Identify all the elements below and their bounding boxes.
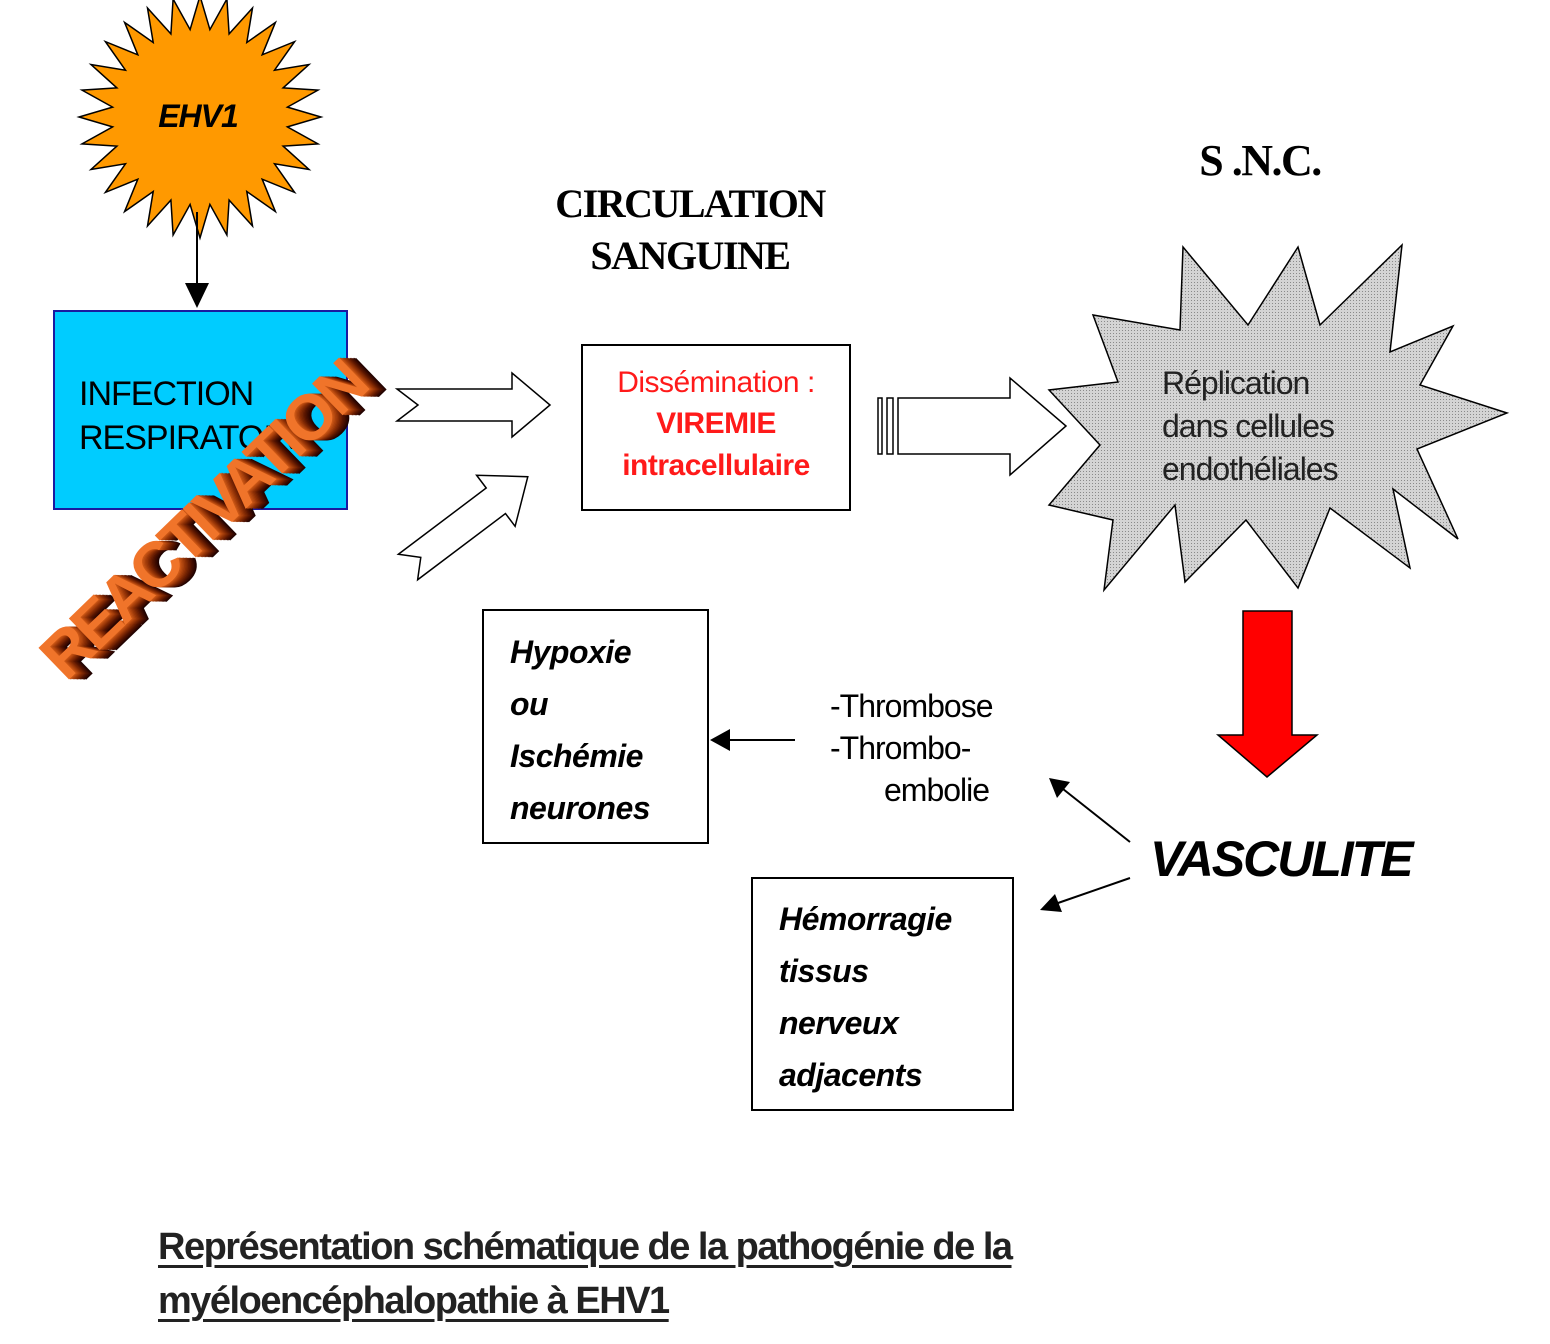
infection-text: INFECTION RESPIRATOIRE [79,372,318,460]
arrow-ehv1-to-infection-head [185,283,209,308]
infection-respiratoire-box: INFECTION RESPIRATOIRE [53,310,348,510]
ehv1-burst-shape [76,0,324,241]
thrombose-line3: embolie [884,772,990,808]
ehv1-label: EHV1 [158,98,239,134]
infection-line2: RESPIRATOIRE [79,419,318,457]
caption-line2: myéloencéphalopathie à EHV1 [158,1280,670,1322]
hemorragie-line3: nerveux [779,1005,899,1041]
replication-line3: endothéliales [1162,451,1339,487]
hemorragie-box: Hémorragie tissus nerveux adjacents [751,877,1014,1111]
hypoxie-box: Hypoxie ou Ischémie neurones [482,609,709,844]
circulation-heading-line2: SANGUINE [590,233,791,278]
replication-text: Réplication dans cellules endothéliales [1162,362,1339,491]
hemorragie-line2: tissus [779,953,869,989]
dissemination-line3: intracellulaire [622,449,810,482]
dissemination-box: Dissémination : VIREMIE intracellulaire [581,344,851,511]
snc-heading: S .N.C. [1199,136,1322,185]
arrow-thrombose-to-hypoxie-head [710,729,730,751]
dissemination-line1: Dissémination : [617,366,815,399]
arrow-vasculite-to-hemorragie [1057,877,1131,904]
circulation-heading-line1: CIRCULATION [555,181,826,226]
dissemination-line2: VIREMIE [656,407,776,440]
replication-line1: Réplication [1162,365,1310,401]
infection-line1: INFECTION [79,375,254,413]
snc-burst-shape [1047,242,1510,593]
hypoxie-line2: ou [510,686,549,722]
hypoxie-line4: neurones [510,790,651,826]
arrow-infection-to-dissemination [394,371,552,439]
arrow-vasculite-to-thrombose [1062,788,1131,843]
arrow-vasculite-to-thrombose-head [1049,778,1070,798]
arrow-vasculite-to-hemorragie-head [1040,894,1062,912]
thrombose-line2: -Thrombo- [830,730,971,766]
hemorragie-line4: adjacents [779,1057,923,1093]
thrombose-line1: -Thrombose [830,688,993,724]
caption-line1: Représentation schématique de la pathogé… [158,1226,1013,1268]
arrow-dissemination-to-snc [877,376,1068,477]
arrow-snc-to-vasculite [1215,610,1320,778]
vasculite-label: VASCULITE [1150,831,1414,887]
hypoxie-line3: Ischémie [510,738,643,774]
hypoxie-line1: Hypoxie [510,634,631,670]
arrow-reactivation-to-dissemination [396,474,529,582]
hemorragie-line1: Hémorragie [779,901,952,937]
replication-line2: dans cellules [1162,408,1335,444]
